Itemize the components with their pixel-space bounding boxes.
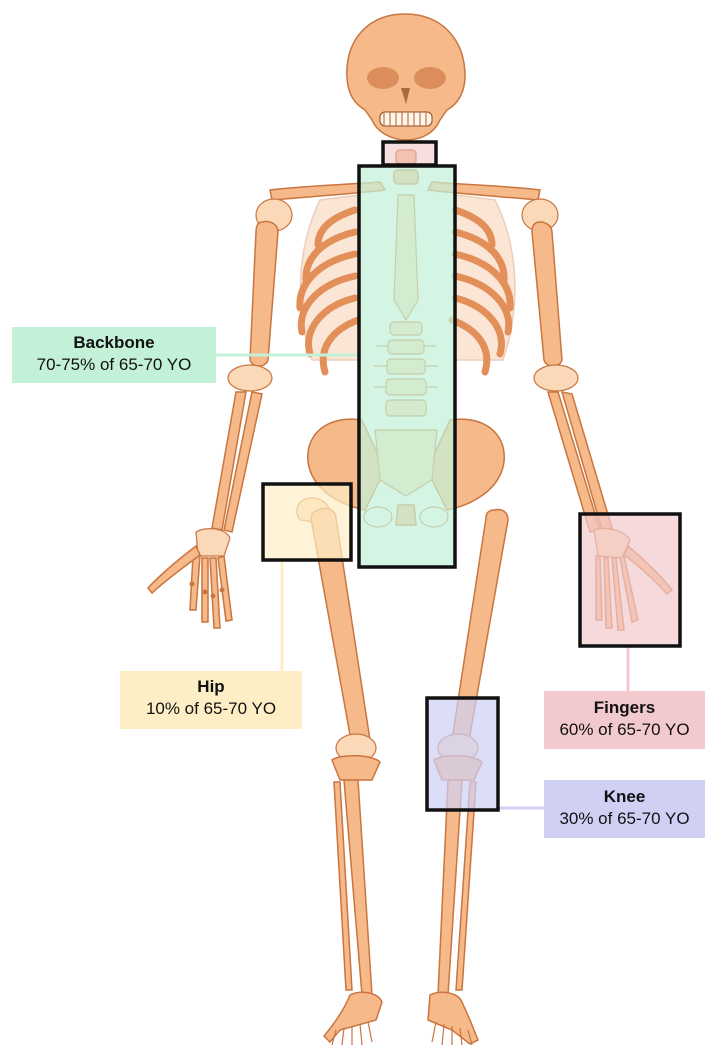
fingers-title: Fingers [544, 697, 705, 719]
hip-highlight-box [263, 484, 351, 560]
hip-value: 10% of 65-70 YO [120, 698, 302, 720]
backbone-highlight-box [359, 166, 455, 567]
backbone-title: Backbone [12, 332, 216, 354]
hip-callout: Hip 10% of 65-70 YO [120, 671, 302, 729]
knee-callout: Knee 30% of 65-70 YO [544, 780, 705, 838]
hip-title: Hip [120, 676, 302, 698]
neck-highlight-box [383, 142, 436, 165]
fingers-value: 60% of 65-70 YO [544, 719, 705, 741]
backbone-callout: Backbone 70-75% of 65-70 YO [12, 327, 216, 383]
right-arm-bones [148, 221, 278, 628]
knee-title: Knee [544, 786, 705, 808]
knee-value: 30% of 65-70 YO [544, 808, 705, 830]
skull [347, 14, 465, 140]
fingers-callout: Fingers 60% of 65-70 YO [544, 691, 705, 749]
backbone-value: 70-75% of 65-70 YO [12, 354, 216, 376]
fingers-highlight-box [580, 514, 680, 646]
knee-highlight-box [427, 698, 498, 810]
